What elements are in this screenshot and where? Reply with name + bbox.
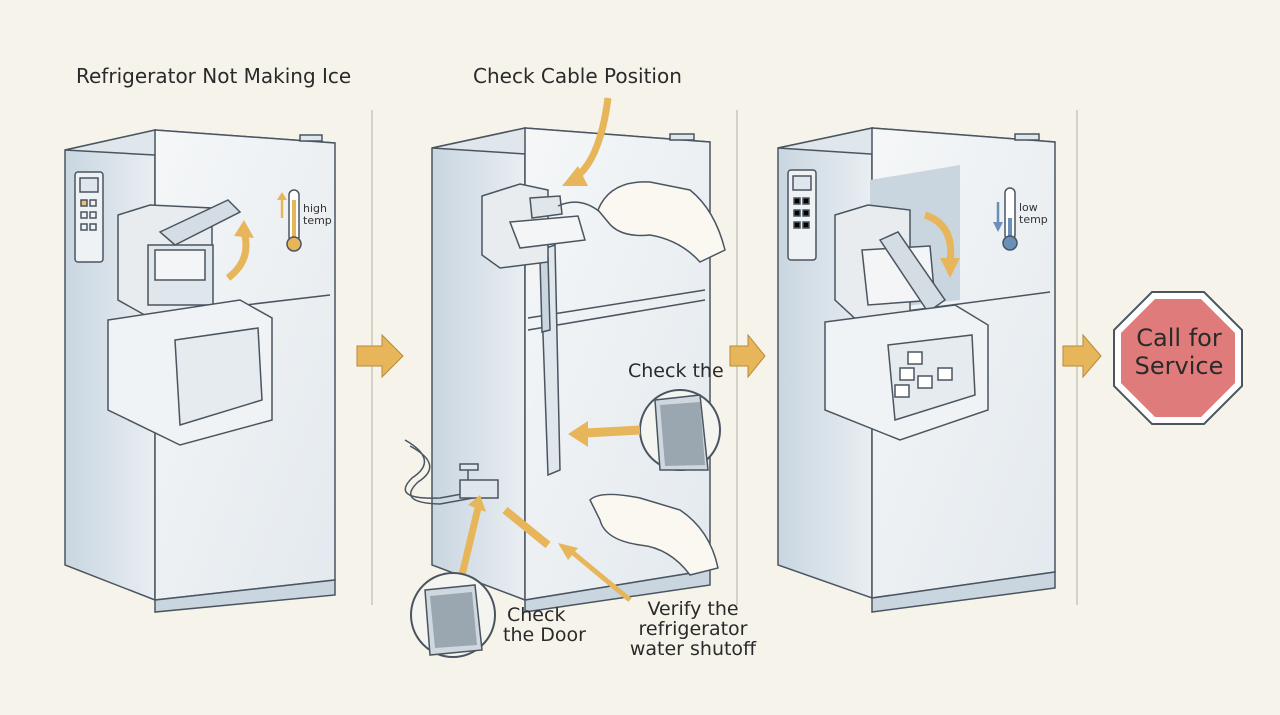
ice-maker-2: [481, 183, 601, 269]
verify-arrow: [570, 550, 632, 602]
verify-line1: Verify the: [647, 598, 739, 620]
flow-arrow-icon-3: [1062, 333, 1102, 379]
feeler-arm-up-arrowhead: [234, 220, 254, 238]
valve-arrowhead: [468, 495, 486, 512]
cable-arrowhead: [562, 166, 588, 186]
ice-bin-1: [107, 299, 273, 446]
thermometer-low-label: low temp: [1019, 201, 1048, 227]
door-gasket-zoom-top: [639, 389, 721, 471]
flow-arrow-icon: [356, 333, 404, 379]
verify-shutoff-label: Verify the refrigerator water shutoff: [628, 598, 758, 660]
gasket-arrowhead: [568, 421, 588, 447]
thermometer-high-label-line1: high: [303, 202, 327, 215]
verify-line3: water shutoff: [629, 637, 757, 660]
hand-icon-2: [589, 493, 719, 576]
ice-maker-1: [117, 199, 242, 319]
verify-line2: refrigerator: [638, 617, 748, 640]
thermometer-high-label: high temp: [303, 202, 332, 228]
thermometer-low-line1: low: [1019, 201, 1038, 214]
thermometer-low-icon: [993, 187, 1018, 251]
thermometer-low-line2: temp: [1019, 213, 1048, 227]
stop-sign-icon: [1113, 291, 1243, 425]
verify-arrowhead: [558, 543, 578, 560]
thermometer-high-label-line2: temp: [303, 214, 332, 228]
panel-2-title: Check Cable Position: [473, 64, 682, 88]
panel-2-fridge: [431, 127, 711, 613]
door-gasket-zoom-bottom: [410, 572, 496, 658]
feeler-arm-down-arrow: [923, 211, 955, 263]
call-for-service-label: Call for Service: [1120, 324, 1238, 380]
service-line2: Service: [1134, 351, 1224, 380]
hand-icon: [597, 181, 726, 263]
valve-arrow: [458, 507, 482, 576]
base-arrow: [502, 506, 551, 549]
ice-bin-3: [824, 304, 989, 441]
panel-1-title: Refrigerator Not Making Ice: [76, 64, 352, 88]
check-door-line1: Check: [507, 604, 566, 626]
feeler-arm-down-arrowhead: [940, 258, 960, 278]
ice-maker-3: [834, 204, 947, 326]
water-valve-icon: [404, 439, 499, 505]
check-door-label: Check the Door: [503, 604, 586, 646]
service-line1: Call for: [1136, 324, 1222, 352]
thermometer-high-icon: [277, 189, 302, 252]
flow-arrow-icon-2: [729, 333, 766, 379]
gasket-arrow: [584, 425, 641, 438]
check-door-line2: the Door: [503, 623, 586, 646]
check-the-label: Check the: [628, 360, 724, 382]
